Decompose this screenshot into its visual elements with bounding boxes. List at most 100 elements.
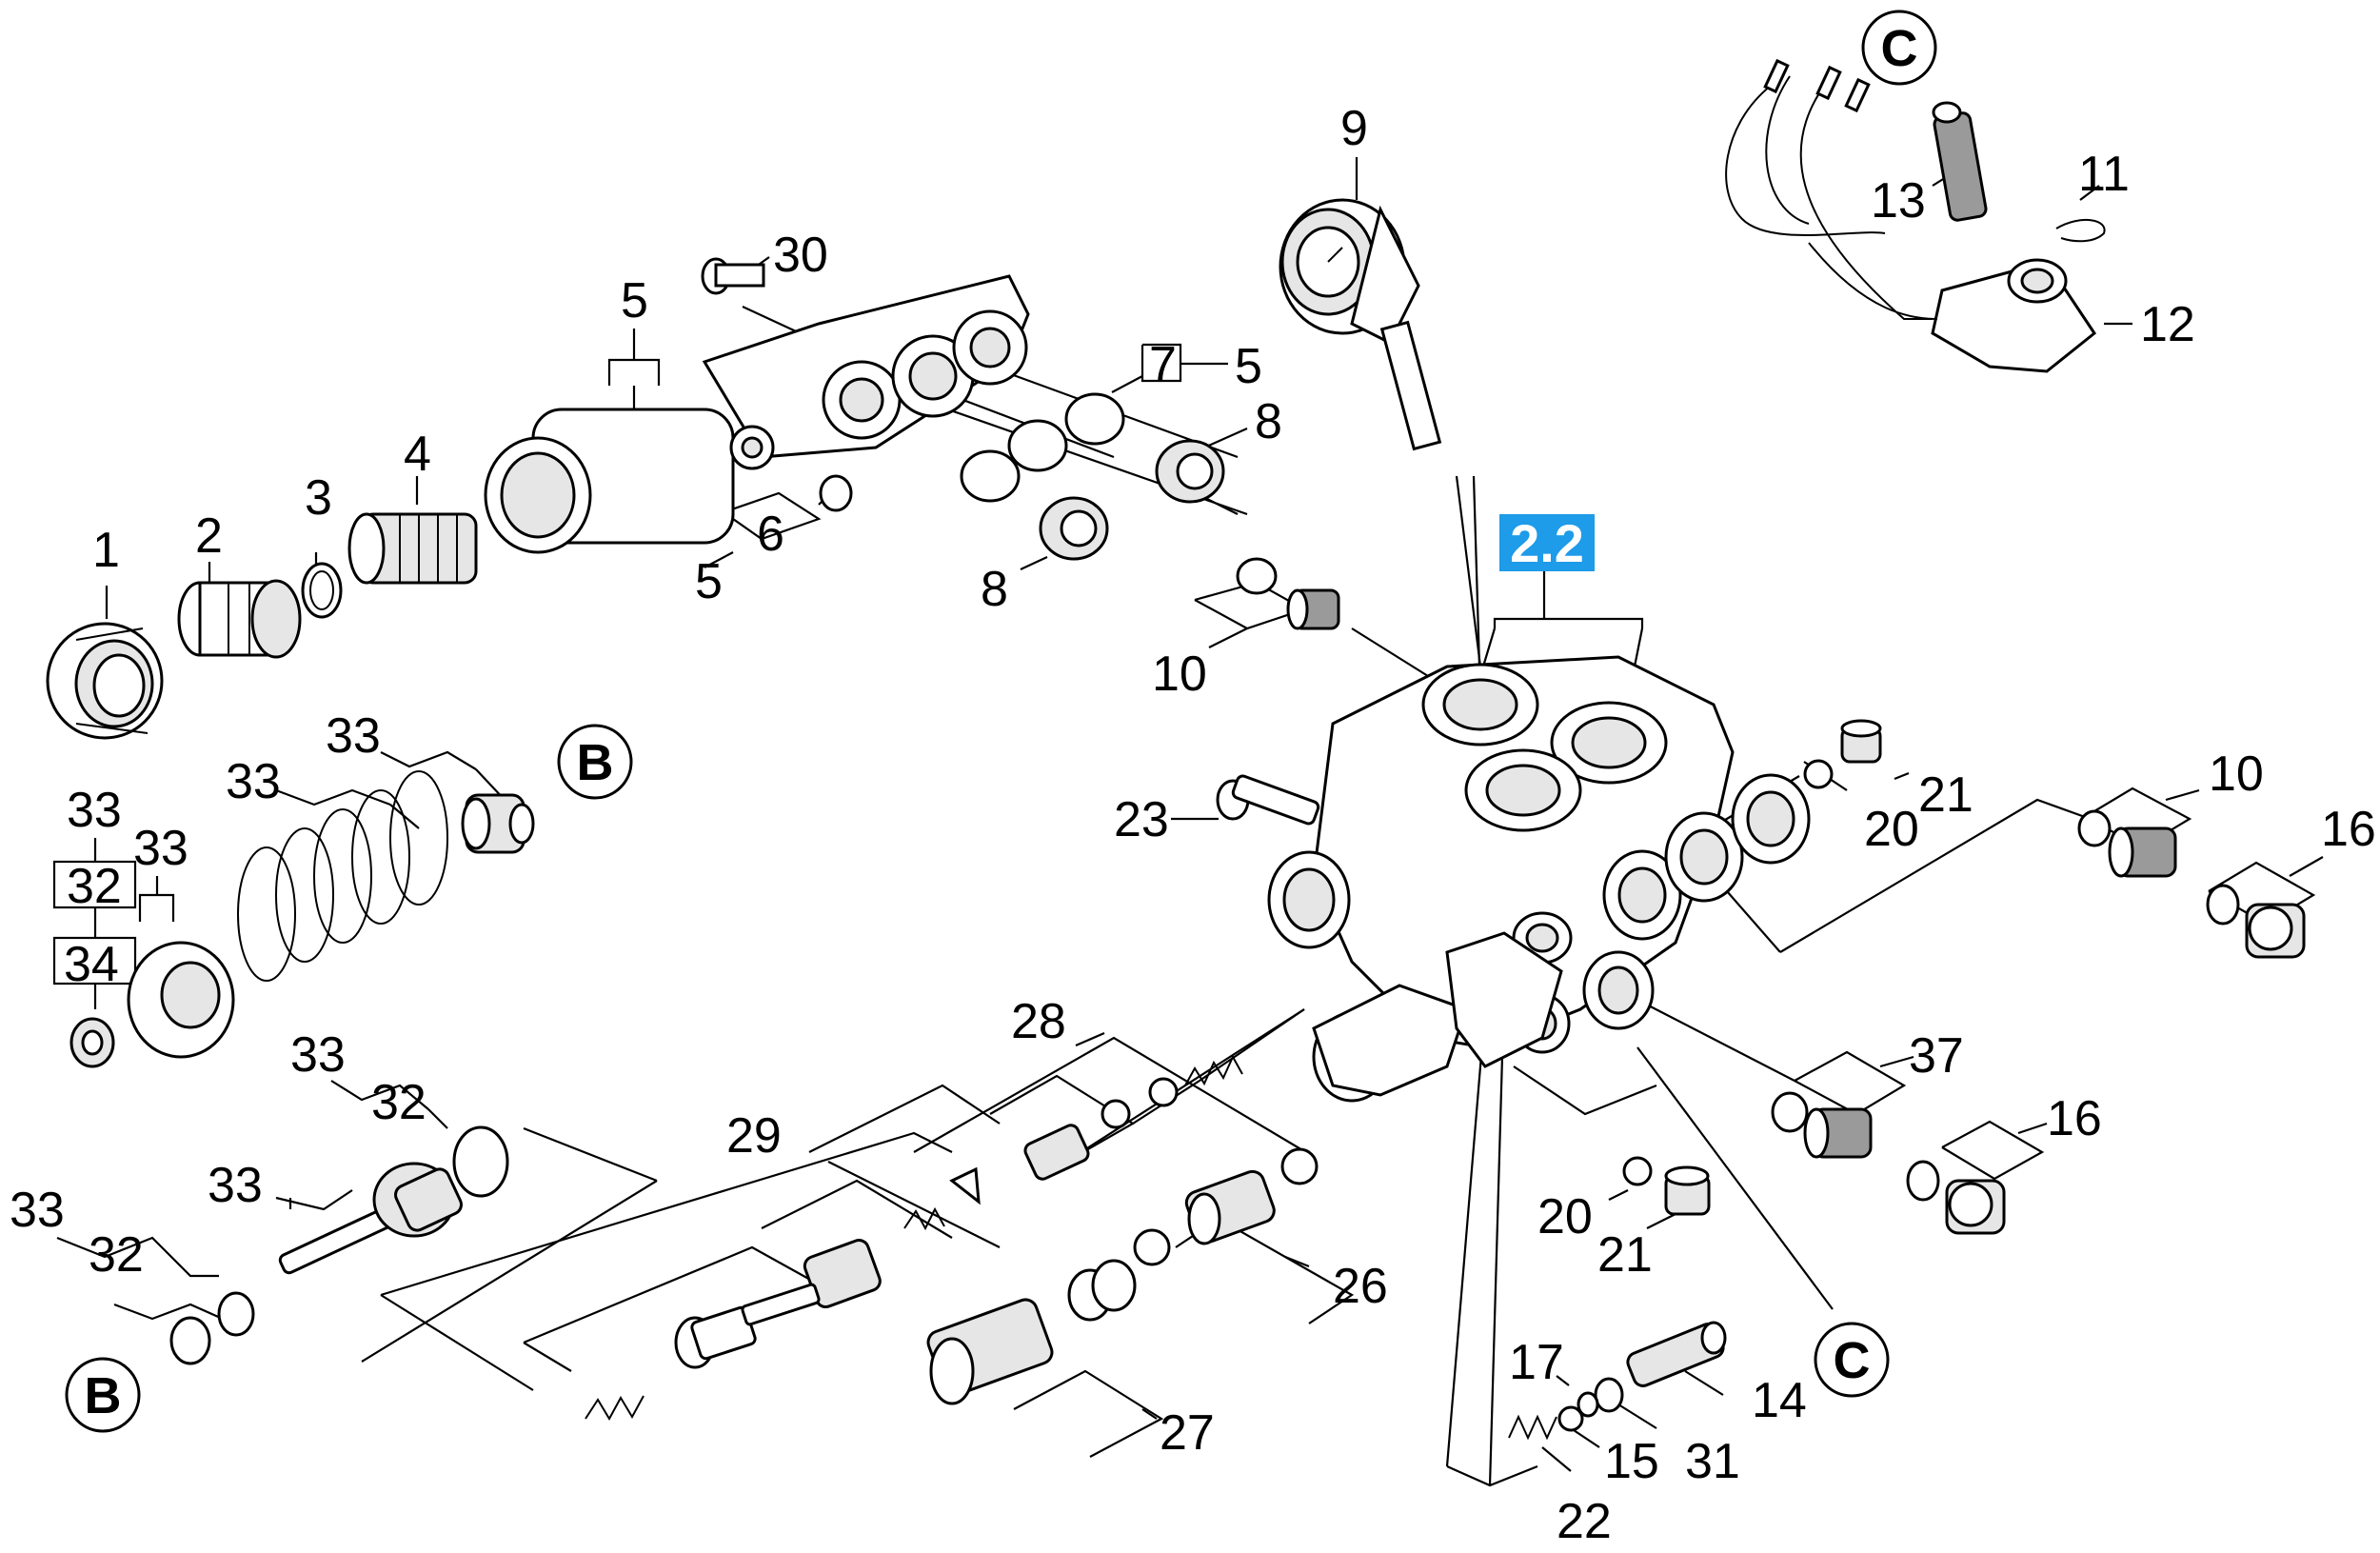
- callout-2: 2: [195, 508, 223, 564]
- part-13-connector: [1932, 101, 1988, 222]
- part-30-screw: [701, 257, 765, 295]
- parts: [46, 58, 2306, 1441]
- o-ring-top-1: [1064, 392, 1125, 446]
- part-26-valve: [1184, 1169, 1276, 1245]
- circle-marker-b-lower: B: [65, 1357, 141, 1433]
- part-32-o-ring-upper: [452, 1125, 509, 1198]
- callout-7: 7: [1149, 337, 1177, 392]
- circle-marker-b-upper: B: [557, 724, 633, 800]
- o-ring-10-right: [2077, 809, 2112, 847]
- part-27-valve-body: [926, 1298, 1054, 1405]
- callout-33c: 33: [226, 754, 281, 809]
- callout-5b: 5: [695, 554, 723, 609]
- callout-16b: 16: [2047, 1091, 2102, 1146]
- section-badge[interactable]: 2.2: [1499, 513, 1595, 573]
- callout-9: 9: [1340, 101, 1368, 156]
- o-ring-16-lower: [1906, 1160, 1940, 1202]
- callout-28: 28: [1011, 994, 1066, 1049]
- part-5-housing: [484, 274, 1030, 554]
- callout-labels: 1 2 3 4 5 5 5 6 7 8 8 9 10 10 11 12 13 1…: [10, 101, 2376, 1549]
- callout-15: 15: [1604, 1434, 1659, 1489]
- callout-10b: 10: [2209, 747, 2264, 802]
- o-ring-16-right: [2206, 884, 2240, 926]
- callout-6: 6: [757, 507, 784, 562]
- callout-30: 30: [773, 228, 828, 283]
- part-17-o-ring: [1577, 1391, 1599, 1418]
- callout-33e: 33: [290, 1027, 346, 1083]
- callout-27: 27: [1160, 1405, 1215, 1461]
- o-ring-26: [1280, 1147, 1319, 1185]
- part-33-o-ring-lower: [169, 1316, 211, 1365]
- callout-13: 13: [1871, 173, 1926, 229]
- o-ring-27a: [1133, 1228, 1171, 1266]
- callout-1: 1: [92, 523, 120, 578]
- callout-20b: 20: [1537, 1189, 1593, 1244]
- part-10-valve-top: [1286, 588, 1340, 630]
- o-ring-top-3: [960, 449, 1021, 503]
- part-23-plug: [1216, 774, 1320, 826]
- callout-37: 37: [1909, 1028, 1964, 1084]
- part-2-adapter: [177, 579, 302, 659]
- part-12-sensor: [1725, 58, 2097, 373]
- part-14-valve-stem: [1626, 1321, 1727, 1387]
- part-1-nut: [46, 622, 164, 740]
- part-8-seal-upper: [1155, 439, 1225, 504]
- part-29-spring-lower: [585, 1395, 645, 1422]
- part-20-o-ring-upper: [1803, 759, 1834, 789]
- part-34-nut: [69, 1017, 115, 1068]
- callout-12: 12: [2140, 297, 2195, 352]
- part-9-pressure-gauge: [1279, 198, 1442, 451]
- callout-16a: 16: [2321, 802, 2376, 857]
- callout-22: 22: [1557, 1494, 1612, 1549]
- part-33-springs: [237, 770, 448, 982]
- callout-3: 3: [305, 470, 332, 526]
- part-20-o-ring-lower: [1622, 1156, 1653, 1186]
- callout-5a: 5: [621, 273, 648, 329]
- part-32-o-ring-lower: [217, 1291, 255, 1337]
- part-31-o-ring: [1594, 1377, 1624, 1413]
- part-29-cone: [949, 1166, 981, 1205]
- part-22-spring: [1508, 1414, 1557, 1441]
- circle-marker-c-lower: C: [1814, 1322, 1890, 1398]
- part-37-valve: [1803, 1107, 1873, 1159]
- callout-8a: 8: [1255, 394, 1282, 449]
- section-badge-label[interactable]: 2.2: [1510, 513, 1584, 573]
- part-28-valve-seat: [1023, 1124, 1090, 1181]
- callout-33g: 33: [10, 1183, 65, 1238]
- callout-31: 31: [1685, 1434, 1740, 1489]
- o-ring-27c: [1091, 1259, 1137, 1312]
- part-33-valve-top: [461, 793, 535, 854]
- part-3-o-ring: [301, 562, 343, 619]
- callout-33a: 33: [67, 783, 122, 838]
- callout-10a: 10: [1152, 647, 1207, 702]
- part-16-plug-right: [2245, 903, 2306, 959]
- callout-23: 23: [1114, 792, 1169, 847]
- circle-marker-c-lower-label: C: [1834, 1332, 1871, 1389]
- pump-head: [1267, 655, 1811, 1103]
- callout-11: 11: [2078, 147, 2130, 202]
- part-29-piston: [674, 1283, 821, 1369]
- callout-33f: 33: [208, 1158, 263, 1213]
- callout-21b: 21: [1597, 1227, 1653, 1283]
- part-6-o-ring: [819, 474, 853, 512]
- circle-marker-b-upper-label: B: [577, 734, 614, 791]
- callout-17: 17: [1509, 1335, 1564, 1390]
- callout-29: 29: [726, 1108, 782, 1164]
- circle-marker-c-upper: C: [1861, 10, 1937, 86]
- callout-21a: 21: [1918, 767, 1973, 823]
- callout-20a: 20: [1864, 802, 1919, 857]
- callout-32c: 32: [89, 1227, 144, 1283]
- circle-marker-c-upper-label: C: [1881, 20, 1918, 77]
- callout-33d: 33: [326, 708, 381, 764]
- part-15-ball: [1557, 1405, 1584, 1432]
- callout-8b: 8: [981, 562, 1008, 617]
- callout-4: 4: [404, 427, 431, 482]
- part-4-filter: [347, 512, 478, 585]
- callout-32a: 32: [67, 859, 122, 914]
- circle-marker-b-lower-label: B: [85, 1367, 122, 1424]
- part-11-clip: [2055, 218, 2106, 243]
- part-10-valve-right: [2108, 826, 2177, 878]
- o-ring-top-2: [1007, 419, 1068, 472]
- part-8-seal-lower: [1039, 496, 1109, 561]
